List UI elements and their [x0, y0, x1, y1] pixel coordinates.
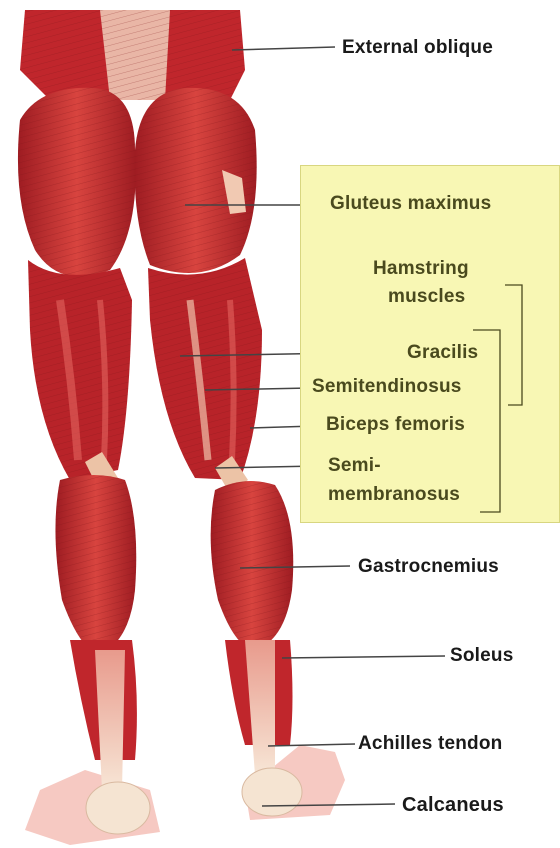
- leader-external-oblique: [232, 47, 335, 50]
- label-semitendinosus: Semitendinosus: [312, 376, 462, 398]
- label-gluteus-maximus: Gluteus maximus: [330, 193, 491, 215]
- label-biceps-femoris: Biceps femoris: [326, 414, 465, 436]
- label-soleus: Soleus: [450, 645, 514, 667]
- label-hamstring-line1: Hamstring: [373, 258, 469, 280]
- label-hamstring-line2: muscles: [388, 286, 465, 308]
- label-external-oblique: External oblique: [342, 37, 493, 59]
- label-semimembranosus-line2: membranosus: [328, 484, 460, 506]
- label-gastrocnemius: Gastrocnemius: [358, 556, 499, 578]
- leader-soleus: [282, 656, 445, 658]
- label-achilles-tendon: Achilles tendon: [358, 733, 502, 755]
- label-semimembranosus-line1: Semi-: [328, 455, 381, 477]
- right-heel: [242, 768, 302, 816]
- left-heel: [86, 782, 150, 834]
- left-achilles: [95, 650, 125, 790]
- label-calcaneus: Calcaneus: [402, 794, 504, 816]
- label-gracilis: Gracilis: [407, 342, 478, 364]
